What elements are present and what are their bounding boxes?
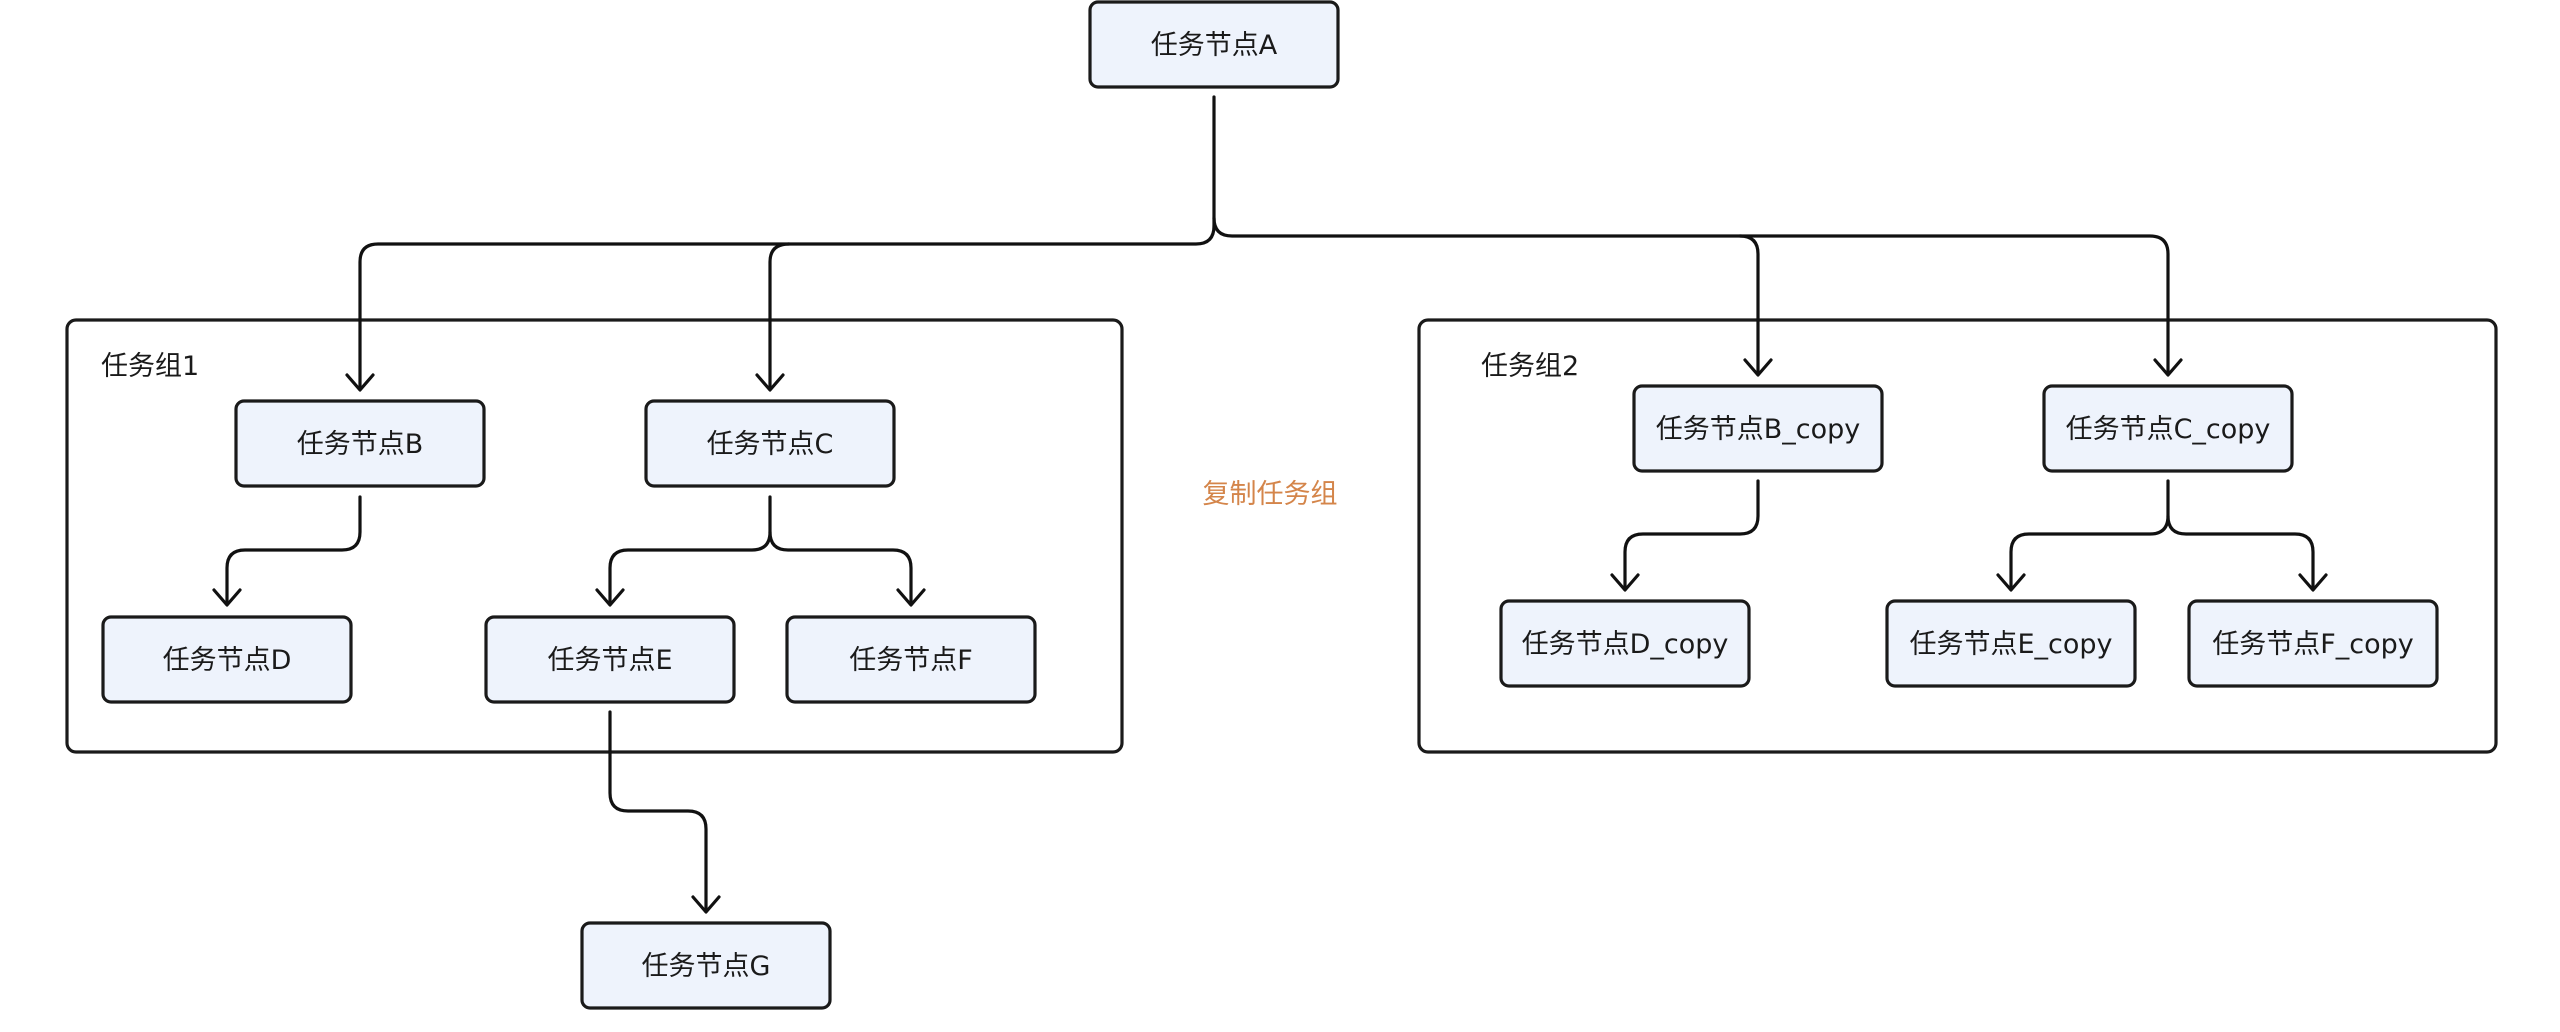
- edge-c-copy-to-e-copy: [2009, 479, 2170, 590]
- arrowhead-g: [691, 895, 721, 914]
- node-g[interactable]: 任务节点G: [580, 921, 832, 1010]
- node-g-box[interactable]: [580, 921, 832, 1010]
- task-group-1-box: [65, 318, 1124, 754]
- edge-a-to-c: [768, 242, 791, 390]
- node-d[interactable]: 任务节点D: [101, 615, 353, 704]
- node-b-label: 任务节点B: [297, 429, 424, 460]
- node-c-copy-box[interactable]: [2042, 384, 2294, 473]
- node-b-copy-label: 任务节点B_copy: [1656, 414, 1861, 445]
- node-d-label: 任务节点D: [163, 645, 292, 676]
- node-e-copy[interactable]: 任务节点E_copy: [1885, 599, 2137, 688]
- node-c-label: 任务节点C: [707, 429, 834, 460]
- node-c-box[interactable]: [644, 399, 896, 488]
- arrowhead-d: [212, 588, 242, 607]
- edge-e-to-g: [608, 710, 708, 912]
- node-e-label: 任务节点E: [547, 645, 672, 676]
- edge-c-to-e: [608, 495, 772, 605]
- node-f-label: 任务节点F: [849, 645, 973, 676]
- node-f[interactable]: 任务节点F: [785, 615, 1037, 704]
- node-a-label: 任务节点A: [1151, 30, 1278, 61]
- node-b-copy[interactable]: 任务节点B_copy: [1632, 384, 1884, 473]
- task-group-2-box: [1417, 318, 2498, 754]
- edge-a-to-b: [358, 224, 1216, 390]
- node-b-box[interactable]: [234, 399, 486, 488]
- arrowhead-d-copy: [1610, 573, 1640, 592]
- arrowhead-f-copy: [2298, 573, 2328, 592]
- task-group-1-label: 任务组1: [101, 351, 199, 382]
- node-a-box[interactable]: [1088, 0, 1340, 89]
- edge-b-to-d: [225, 495, 362, 605]
- node-e-box[interactable]: [484, 615, 736, 704]
- node-f-box[interactable]: [785, 615, 1037, 704]
- node-a[interactable]: 任务节点A: [1088, 0, 1340, 89]
- edge-b-copy-to-d-copy: [1623, 479, 1760, 590]
- copy-task-group-annotation: 复制任务组: [1203, 479, 1338, 510]
- node-d-copy-label: 任务节点D_copy: [1522, 629, 1729, 660]
- arrowhead-e-copy: [1996, 573, 2026, 592]
- node-d-box[interactable]: [101, 615, 353, 704]
- node-b[interactable]: 任务节点B: [234, 399, 486, 488]
- node-f-copy-label: 任务节点F_copy: [2212, 629, 2414, 660]
- node-g-label: 任务节点G: [642, 951, 771, 982]
- node-c-copy-label: 任务节点C_copy: [2066, 414, 2271, 445]
- node-e-copy-box[interactable]: [1885, 599, 2137, 688]
- node-f-copy-box[interactable]: [2187, 599, 2439, 688]
- node-e-copy-label: 任务节点E_copy: [1909, 629, 2112, 660]
- node-c[interactable]: 任务节点C: [644, 399, 896, 488]
- arrowhead-c: [755, 373, 785, 392]
- arrowhead-e: [595, 588, 625, 607]
- edge-c-to-f: [768, 530, 913, 605]
- edge-a-to-b-copy: [1212, 216, 1760, 375]
- node-e[interactable]: 任务节点E: [484, 615, 736, 704]
- node-d-copy[interactable]: 任务节点D_copy: [1499, 599, 1751, 688]
- arrowhead-f: [896, 588, 926, 607]
- edge-a-to-c-copy: [1738, 234, 2170, 375]
- node-f-copy[interactable]: 任务节点F_copy: [2187, 599, 2439, 688]
- node-d-copy-box[interactable]: [1499, 599, 1751, 688]
- edge-c-copy-to-f-copy: [2166, 514, 2315, 590]
- arrowhead-b-copy: [1743, 358, 1773, 377]
- edges-layer: [212, 95, 2328, 914]
- arrowhead-b: [345, 373, 375, 392]
- task-group-2-label: 任务组2: [1481, 351, 1579, 382]
- node-c-copy[interactable]: 任务节点C_copy: [2042, 384, 2294, 473]
- node-b-copy-box[interactable]: [1632, 384, 1884, 473]
- arrowhead-c-copy: [2153, 358, 2183, 377]
